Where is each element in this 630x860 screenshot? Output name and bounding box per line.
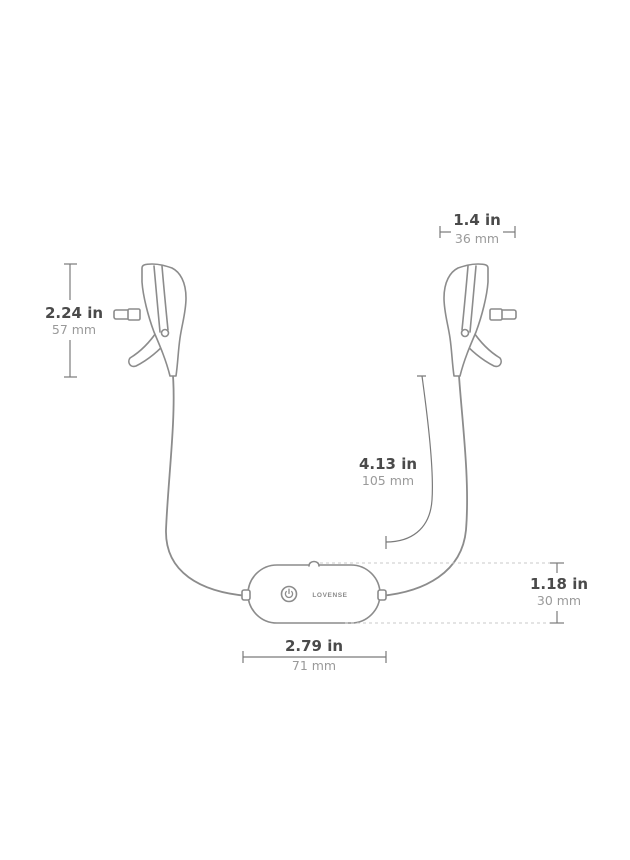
left-cable <box>165 375 249 597</box>
clamp-height-imperial: 2.24 in <box>45 304 103 322</box>
right-clamp-body <box>443 263 489 377</box>
right-clamp-pivot <box>460 328 470 338</box>
clamp-width-imperial: 1.4 in <box>453 211 501 229</box>
controller: LOVENSE <box>241 560 387 624</box>
dimension-controller-width: 2.79 in 71 mm <box>242 637 387 673</box>
clamp-height-metric: 57 mm <box>52 322 96 337</box>
left-clamp-pivot <box>160 328 170 338</box>
left-clamp-body <box>141 263 187 377</box>
right-clamp <box>443 263 517 377</box>
controller-height-metric: 30 mm <box>537 593 581 608</box>
controller-light <box>308 560 320 567</box>
controller-height-imperial: 1.18 in <box>530 575 588 593</box>
clamp-width-metric: 36 mm <box>455 231 499 246</box>
controller-brand-text: LOVENSE <box>312 592 347 599</box>
cable-length-metric: 105 mm <box>362 473 414 488</box>
controller-width-imperial: 2.79 in <box>285 637 343 655</box>
dimension-cable-length: 4.13 in 105 mm <box>352 375 433 549</box>
dimension-controller-height: 1.18 in 30 mm <box>320 562 592 624</box>
power-icon <box>280 585 298 603</box>
left-clamp <box>113 263 187 377</box>
dimension-clamp-width: 1.4 in 36 mm <box>439 211 516 246</box>
right-cable <box>379 375 468 597</box>
controller-width-metric: 71 mm <box>292 658 336 673</box>
cable-length-imperial: 4.13 in <box>359 455 417 473</box>
dimension-clamp-height: 2.24 in 57 mm <box>44 263 104 378</box>
